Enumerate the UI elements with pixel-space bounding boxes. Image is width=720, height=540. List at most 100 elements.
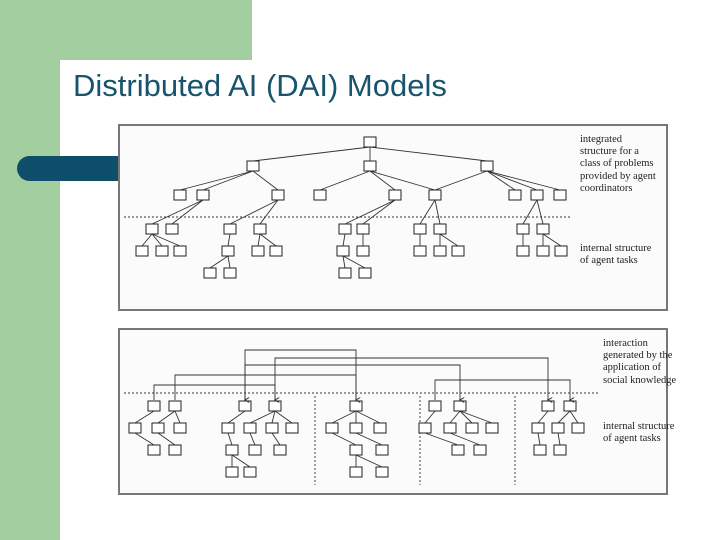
task-node [265,422,279,434]
task-node [155,245,169,257]
edge [449,410,461,424]
task-node [530,189,544,201]
task-node [271,189,285,201]
edge [459,410,473,424]
edge [157,410,176,424]
edge [231,454,251,468]
tree-diagram-top [124,136,570,279]
edge [141,233,153,247]
task-node [363,136,377,148]
task-node [168,444,182,456]
task-node [285,422,299,434]
edge [171,199,204,225]
task-node [223,267,237,279]
task-node [363,160,377,172]
edge [486,170,516,191]
edge [331,432,357,446]
edge [134,410,155,424]
task-node [203,267,217,279]
task-node [349,400,363,412]
task-node [465,422,479,434]
task-node [428,400,442,412]
task-node [531,422,545,434]
edge [569,410,579,424]
edge [419,199,436,225]
task-node [356,245,370,257]
interaction-arrow [245,349,357,400]
edge [439,233,459,247]
edge [486,170,561,191]
task-node [451,245,465,257]
task-node [147,444,161,456]
edge [536,199,544,225]
edge [522,199,538,225]
task-node [243,422,257,434]
task-node [451,444,465,456]
task-node [338,223,352,235]
edge [369,146,488,162]
edge [134,432,155,446]
task-node [563,400,577,412]
task-node [225,444,239,456]
edge [274,410,293,424]
task-node [356,223,370,235]
edge [342,255,346,269]
task-node [418,422,432,434]
edge [557,410,571,424]
task-node [349,466,363,478]
task-node [253,223,267,235]
task-node [269,245,283,257]
task-node [508,189,522,201]
task-node [375,444,389,456]
edge [369,170,436,191]
edge [151,233,181,247]
task-node [145,223,159,235]
interaction-arrow [434,379,570,400]
task-node [225,466,239,478]
edge [537,410,549,424]
edge [434,170,488,191]
task-node [128,422,142,434]
task-node [251,245,265,257]
task-node [516,223,530,235]
edge [252,146,371,162]
task-node [135,245,149,257]
task-node [173,245,187,257]
edge [202,170,254,191]
interaction-arrow [153,384,275,400]
task-node [336,245,350,257]
task-node [433,245,447,257]
task-node [238,400,252,412]
task-node [541,400,555,412]
task-node [485,422,499,434]
task-node [349,422,363,434]
edge [557,432,561,446]
edge [259,233,277,247]
task-node [533,444,547,456]
edge [227,255,231,269]
task-node [243,466,257,478]
task-node [571,422,585,434]
edge [355,410,381,424]
integrated-structure-diagram: integrated structure for a class of prob… [118,124,668,311]
task-node [325,422,339,434]
task-node [273,444,287,456]
edge [449,432,481,446]
edge [229,199,279,225]
edge [434,199,441,225]
task-node [196,189,210,201]
social-interaction-diagram: interaction generated by the application… [118,328,676,495]
task-node [221,422,235,434]
task-node [553,189,567,201]
edge [209,255,229,269]
task-node [147,400,161,412]
edge [252,170,279,191]
task-node [388,189,402,201]
task-node [553,444,567,456]
edge [151,199,204,225]
edge [355,454,383,468]
edge [486,170,538,191]
edge [271,410,276,424]
edge [319,170,371,191]
edge [257,233,261,247]
